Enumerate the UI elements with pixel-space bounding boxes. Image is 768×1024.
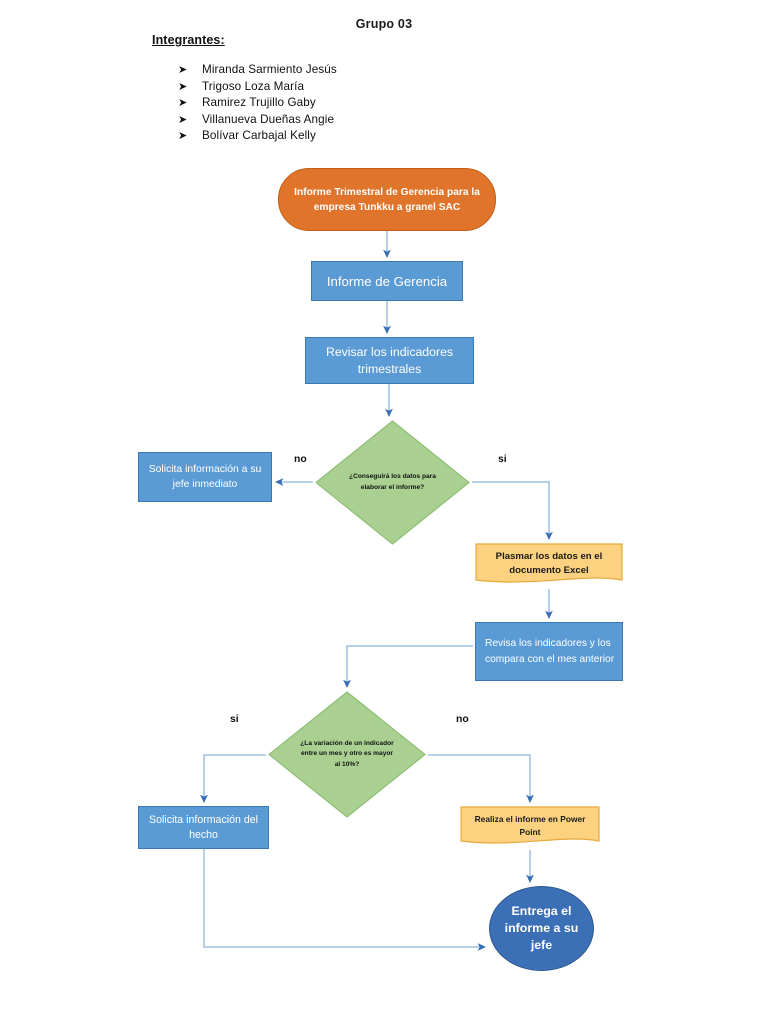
node-solicita-informacion-jefe[interactable]: Solicita información a su jefe inmediato bbox=[138, 452, 272, 502]
members-list: ➤ Miranda Sarmiento Jesús ➤ Trigoso Loza… bbox=[178, 63, 538, 146]
node-label: ¿La variación de un indicador entre un m… bbox=[300, 739, 394, 768]
member-name: Bolívar Carbajal Kelly bbox=[202, 129, 316, 143]
list-item: ➤ Miranda Sarmiento Jesús bbox=[178, 63, 538, 80]
bullet-arrow-icon: ➤ bbox=[178, 113, 188, 126]
edge-label-decision1-si: si bbox=[498, 454, 507, 465]
edge-label-decision1-no: no bbox=[294, 454, 307, 465]
member-name: Trigoso Loza María bbox=[202, 79, 305, 93]
edge-decision2-si bbox=[200, 754, 266, 804]
list-item: ➤ Trigoso Loza María bbox=[178, 80, 538, 97]
bullet-arrow-icon: ➤ bbox=[178, 130, 188, 143]
node-label: Informe de Gerencia bbox=[326, 273, 448, 289]
edge-decision2-no bbox=[428, 754, 534, 804]
member-name: Ramirez Trujillo Gaby bbox=[202, 96, 316, 110]
edge-label-decision2-no: no bbox=[456, 714, 469, 725]
node-decision-variacion-indicador[interactable]: ¿La variación de un indicador entre un m… bbox=[268, 691, 426, 818]
node-decision-conseguira-datos[interactable]: ¿Conseguirá los datos para elaborar el i… bbox=[315, 420, 470, 545]
member-name: Miranda Sarmiento Jesús bbox=[202, 63, 337, 76]
document-shape-icon bbox=[460, 806, 600, 844]
node-label: Solicita información del hecho bbox=[149, 813, 258, 841]
edge-hecho-to-entrega bbox=[203, 849, 487, 951]
bullet-arrow-icon: ➤ bbox=[178, 64, 188, 76]
node-realiza-informe-powerpoint[interactable]: Realiza el informe en Power Point bbox=[460, 806, 600, 850]
node-label: Revisa los indicadores y los compara con… bbox=[485, 638, 615, 665]
node-label: Solicita información a su jefe inmediato bbox=[148, 464, 262, 490]
document-shape-icon bbox=[475, 543, 623, 583]
node-solicita-informacion-hecho[interactable]: Solicita información del hecho bbox=[138, 806, 269, 849]
node-label: Plasmar los datos en el documento Excel bbox=[495, 550, 603, 576]
node-label: Entrega el informe a su jefe bbox=[504, 904, 579, 952]
list-item: ➤ Bolívar Carbajal Kelly bbox=[178, 129, 538, 146]
node-start-terminator[interactable]: Informe Trimestral de Gerencia para la e… bbox=[278, 168, 496, 231]
list-item: ➤ Villanueva Dueñas Angie bbox=[178, 113, 538, 130]
node-label: ¿Conseguirá los datos para elaborar el i… bbox=[349, 473, 436, 491]
diamond-shape-icon bbox=[268, 691, 426, 818]
members-heading: Integrantes: bbox=[152, 33, 225, 47]
bullet-arrow-icon: ➤ bbox=[178, 80, 188, 93]
node-informe-de-gerencia[interactable]: Informe de Gerencia bbox=[311, 261, 463, 301]
bullet-arrow-icon: ➤ bbox=[178, 97, 188, 110]
node-plasmar-datos-excel[interactable]: Plasmar los datos en el documento Excel bbox=[475, 543, 623, 589]
edge-label-decision2-si: si bbox=[230, 714, 239, 725]
edge-decision1-si bbox=[472, 481, 553, 541]
page-title: Grupo 03 bbox=[355, 17, 413, 31]
node-revisa-compara-indicadores[interactable]: Revisa los indicadores y los compara con… bbox=[475, 622, 623, 681]
edge-revisa-to-decision2 bbox=[343, 645, 473, 689]
node-label: Realiza el informe en Power Point bbox=[474, 814, 586, 837]
node-label: Informe Trimestral de Gerencia para la e… bbox=[294, 186, 480, 213]
node-revisar-indicadores[interactable]: Revisar los indicadores trimestrales bbox=[305, 337, 474, 384]
list-item: ➤ Ramirez Trujillo Gaby bbox=[178, 96, 538, 113]
node-label: Revisar los indicadores trimestrales bbox=[325, 344, 454, 376]
node-entrega-informe[interactable]: Entrega el informe a su jefe bbox=[489, 886, 594, 971]
diamond-shape-icon bbox=[315, 420, 470, 545]
member-name: Villanueva Dueñas Angie bbox=[202, 112, 335, 126]
